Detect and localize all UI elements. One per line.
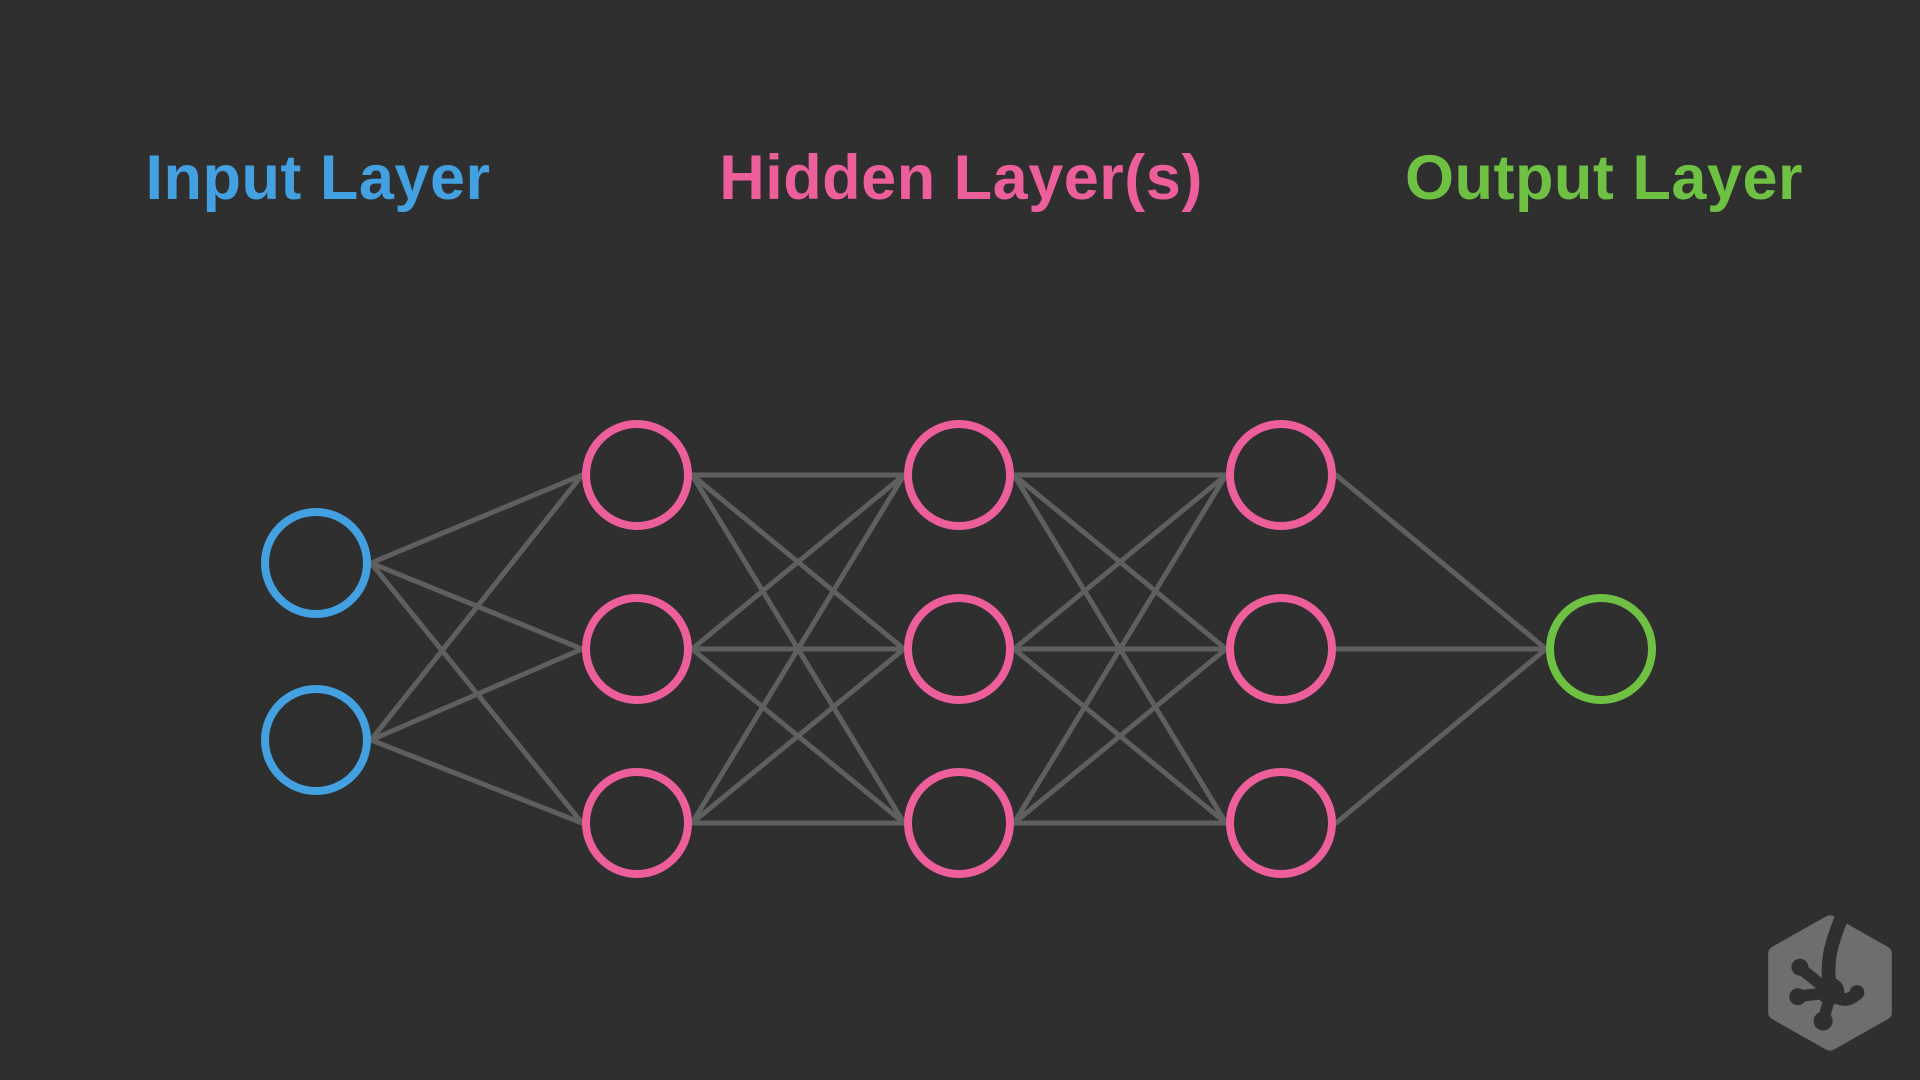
- hidden-layer-label: Hidden Layer(s): [719, 143, 1203, 213]
- edge-hidden-2-to-hidden-3: [1011, 472, 1229, 826]
- hidden-2-node: [904, 420, 1014, 530]
- input-node: [261, 508, 371, 618]
- edge-hidden-3-to-output: [1333, 472, 1549, 652]
- hidden-2-node: [904, 768, 1014, 878]
- hidden-1-node: [582, 768, 692, 878]
- hidden-3-node: [1226, 420, 1336, 530]
- hidden-3-node: [1226, 768, 1336, 878]
- hidden-1-node: [582, 594, 692, 704]
- hidden-1-node: [582, 420, 692, 530]
- frog-foot-cutout: [1789, 914, 1865, 1031]
- edge-hidden-3-to-output: [1333, 646, 1549, 826]
- input-layer-label: Input Layer: [145, 143, 491, 213]
- hidden-2-node: [904, 594, 1014, 704]
- edge-input-to-hidden-1: [368, 472, 585, 743]
- treehouse-logo-watermark: [1768, 914, 1892, 1051]
- edge-input-to-hidden-1: [368, 472, 585, 566]
- input-node: [261, 685, 371, 795]
- edge-hidden-2-to-hidden-3: [1011, 646, 1229, 826]
- edge-input-to-hidden-1: [368, 646, 585, 743]
- edge-hidden-1-to-hidden-2: [689, 472, 907, 652]
- edge-hidden-2-to-hidden-3: [1011, 472, 1229, 652]
- hidden-3-node: [1226, 594, 1336, 704]
- edge-hidden-1-to-hidden-2: [689, 472, 907, 826]
- output-layer-label: Output Layer: [1404, 143, 1804, 213]
- output-node: [1546, 594, 1656, 704]
- edge-input-to-hidden-1: [368, 737, 585, 826]
- edges-group: [368, 472, 1549, 826]
- edge-hidden-1-to-hidden-2: [689, 646, 907, 826]
- nodes-group: [261, 420, 1656, 878]
